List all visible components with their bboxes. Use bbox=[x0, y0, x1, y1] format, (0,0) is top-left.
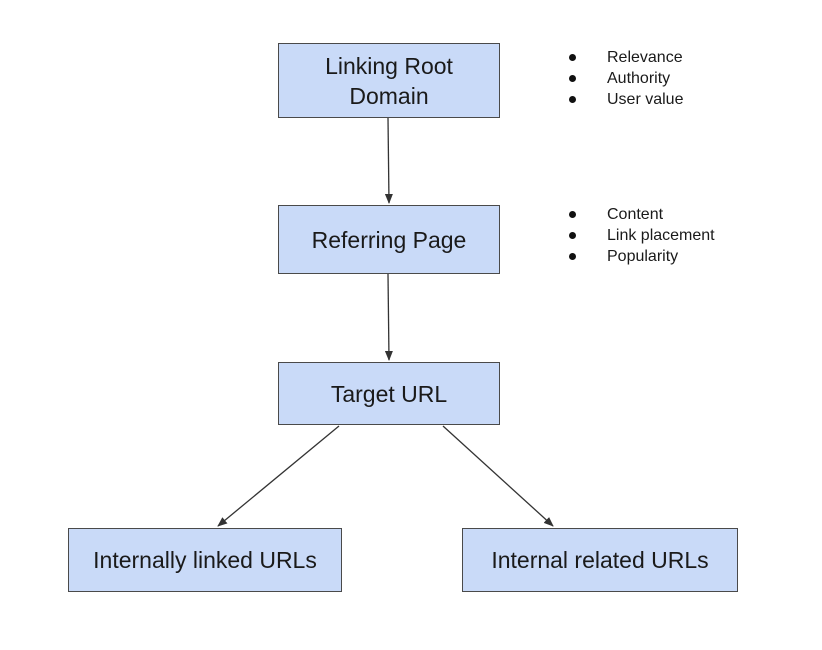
node-target-url: Target URL bbox=[278, 362, 500, 425]
list-item: Link placement bbox=[567, 225, 715, 246]
referring-page-factor-list: Content Link placement Popularity bbox=[567, 204, 715, 267]
bullet-dot bbox=[569, 232, 576, 239]
factor-label: Authority bbox=[607, 70, 671, 87]
node-internal-related-urls: Internal related URLs bbox=[462, 528, 738, 592]
factor-label: Relevance bbox=[607, 49, 683, 66]
list-item: Content bbox=[567, 204, 715, 225]
list-item: Popularity bbox=[567, 246, 715, 267]
node-linking-root-domain-label-line2: Domain bbox=[349, 82, 429, 109]
factor-label: User value bbox=[607, 91, 684, 108]
bullet-dot bbox=[569, 253, 576, 260]
node-target-url-label: Target URL bbox=[330, 380, 448, 407]
bullet-dot bbox=[569, 211, 576, 218]
node-linking-root-domain: Linking Root Domain bbox=[278, 43, 500, 118]
bullet-dot bbox=[569, 54, 576, 61]
bullet-dot bbox=[569, 96, 576, 103]
list-item: Authority bbox=[567, 68, 683, 89]
arrow-target-to-internal-related bbox=[442, 425, 554, 527]
list-item: User value bbox=[567, 89, 683, 110]
arrow-root-to-referring bbox=[384, 117, 393, 204]
node-internally-linked-urls-label: Internally linked URLs bbox=[93, 547, 317, 573]
arrow-target-to-internally-linked bbox=[217, 425, 340, 527]
bullet-dot bbox=[569, 75, 576, 82]
root-domain-factor-list: Relevance Authority User value bbox=[567, 47, 683, 110]
node-referring-page-label: Referring Page bbox=[311, 226, 467, 253]
node-referring-page: Referring Page bbox=[278, 205, 500, 274]
arrow-referring-to-target bbox=[384, 273, 393, 361]
factor-label: Content bbox=[607, 206, 664, 223]
node-linking-root-domain-label-line1: Linking Root bbox=[325, 52, 453, 79]
factor-label: Link placement bbox=[607, 227, 715, 244]
factor-label: Popularity bbox=[607, 248, 679, 265]
list-item: Relevance bbox=[567, 47, 683, 68]
node-internal-related-urls-label: Internal related URLs bbox=[491, 547, 709, 573]
node-internally-linked-urls: Internally linked URLs bbox=[68, 528, 342, 592]
